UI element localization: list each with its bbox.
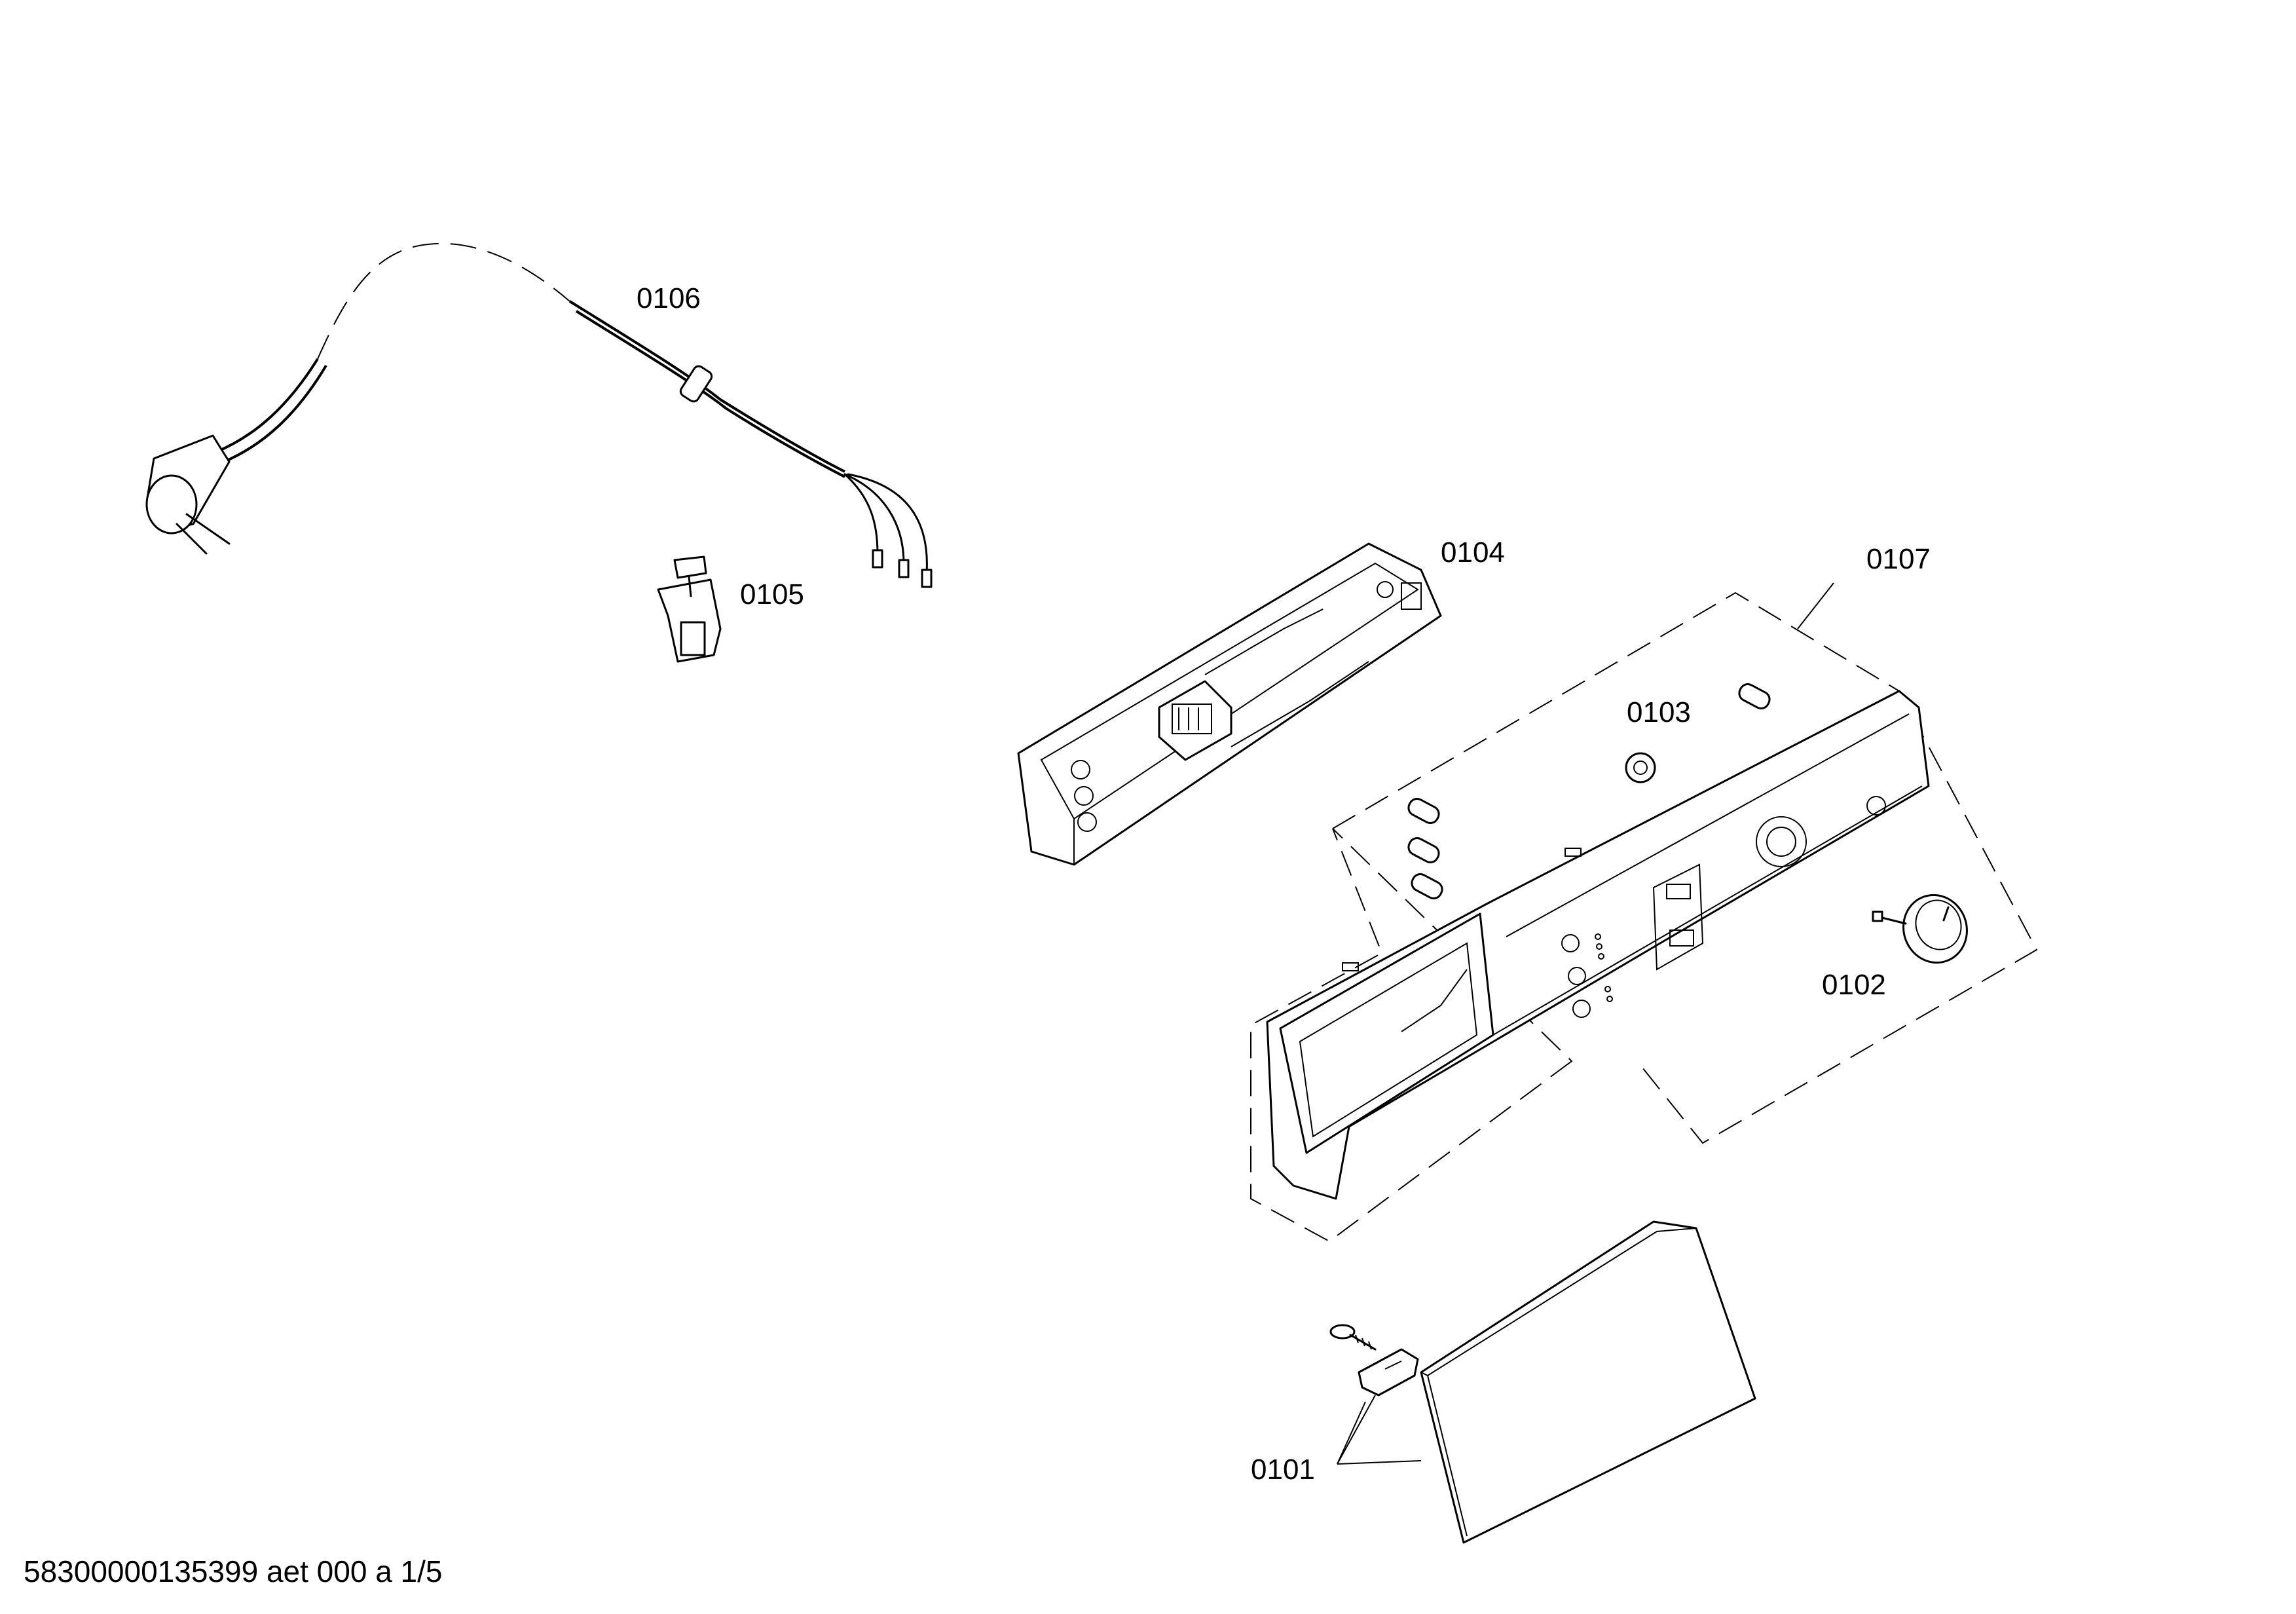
leader-0107	[1797, 582, 1834, 629]
assembly-outline-0107	[1250, 591, 2038, 1243]
power-cable-0106	[145, 242, 933, 588]
drawer-handle-0101	[1329, 1220, 1756, 1544]
label-0103: 0103	[1627, 696, 1691, 728]
clamp-0105	[657, 555, 722, 663]
document-id: 58300000135399 aet 000 a 1/5	[24, 1554, 443, 1588]
control-module-0104	[1017, 542, 1442, 866]
label-0106: 0106	[637, 282, 701, 314]
control-panel-fascia	[1266, 690, 1930, 1200]
light-pipes-0103	[1407, 683, 1771, 900]
label-0107: 0107	[1866, 543, 1931, 575]
label-0105: 0105	[740, 578, 804, 610]
label-0102: 0102	[1822, 969, 1886, 1001]
program-knob-0102	[1872, 893, 1968, 964]
label-0101: 0101	[1251, 1454, 1315, 1486]
label-0104: 0104	[1441, 536, 1505, 569]
